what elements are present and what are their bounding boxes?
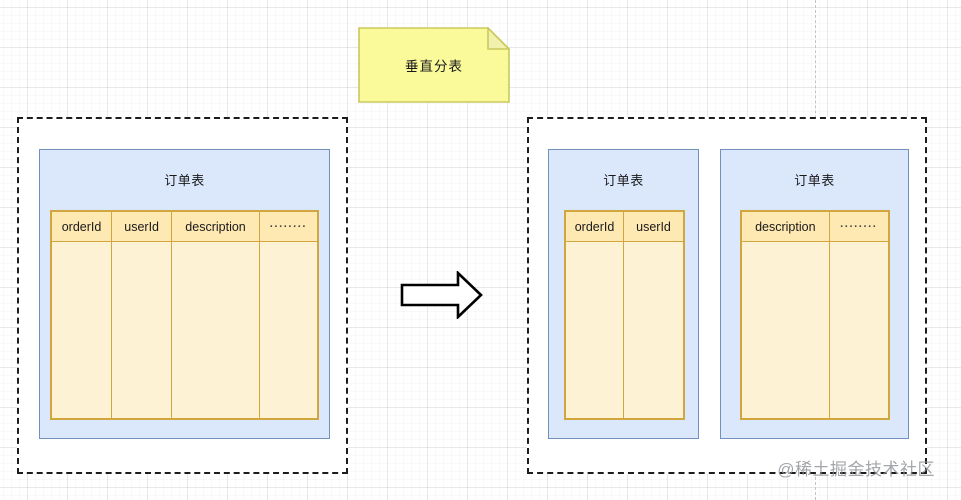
- column-description: description: [172, 212, 260, 418]
- sticky-note: 垂直分表: [358, 26, 511, 103]
- column-header: ········: [259, 212, 317, 242]
- column-header: orderId: [52, 212, 112, 242]
- source-group: 订单表 orderId userId description ········: [17, 117, 348, 474]
- column-description: description: [742, 212, 830, 418]
- table-title: 订单表: [794, 172, 835, 188]
- result-order-table-1: 订单表 orderId userId: [548, 149, 699, 439]
- column-body: [259, 242, 317, 418]
- note-fold-icon: [487, 26, 511, 50]
- result-columns-table-1: orderId userId: [564, 210, 685, 420]
- table-title: 订单表: [164, 172, 205, 188]
- column-header: ········: [829, 212, 888, 242]
- column-orderid: orderId: [52, 212, 113, 418]
- column-body: [566, 242, 624, 418]
- column-header: userId: [112, 212, 172, 242]
- column-header: description: [742, 212, 829, 242]
- result-order-table-2: 订单表 description ········: [720, 149, 909, 439]
- column-userid: userId: [112, 212, 173, 418]
- table-title: 订单表: [603, 172, 644, 188]
- source-columns-table: orderId userId description ········: [50, 210, 319, 420]
- column-body: [112, 242, 172, 418]
- column-header: description: [172, 212, 259, 242]
- column-body: [172, 242, 259, 418]
- sticky-note-label: 垂直分表: [405, 59, 463, 74]
- column-body: [624, 242, 683, 418]
- result-columns-table-2: description ········: [740, 210, 890, 420]
- column-header: userId: [624, 212, 683, 242]
- column-body: [52, 242, 112, 418]
- column-body: [742, 242, 829, 418]
- column-orderid: orderId: [566, 212, 625, 418]
- source-order-table: 订单表 orderId userId description ········: [39, 149, 330, 439]
- column-body: [829, 242, 888, 418]
- watermark: @稀土掘金技术社区: [777, 460, 935, 479]
- column-more: ········: [259, 212, 317, 418]
- column-more: ········: [829, 212, 888, 418]
- right-arrow-icon: [400, 271, 483, 319]
- sticky-note-shape: [358, 26, 511, 103]
- column-header: orderId: [566, 212, 624, 242]
- result-group: 订单表 orderId userId 订单表 description: [527, 117, 927, 474]
- column-userid: userId: [624, 212, 683, 418]
